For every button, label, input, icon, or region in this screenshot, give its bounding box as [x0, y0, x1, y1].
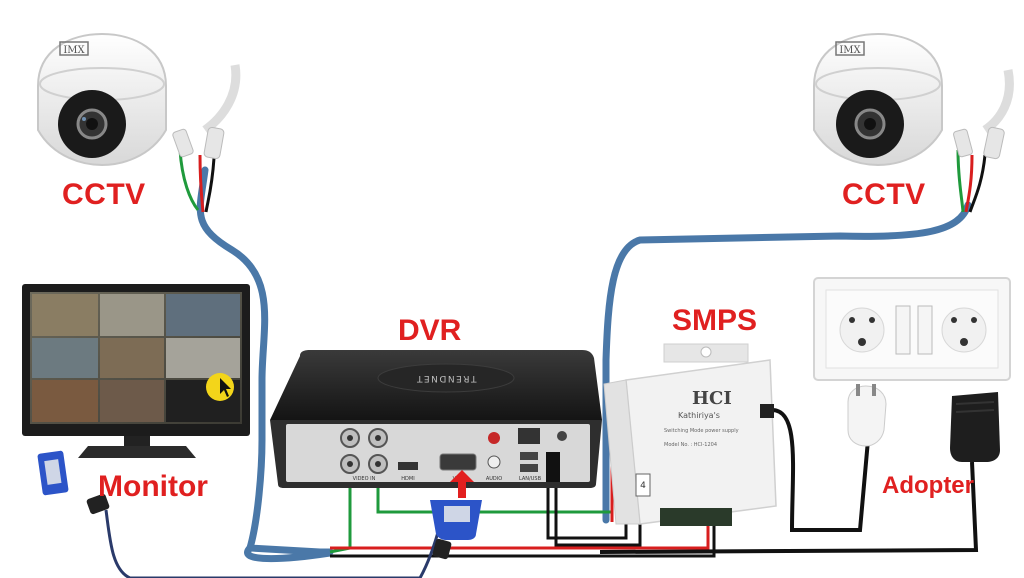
adopter-wire [599, 461, 979, 554]
dvr-hdmi-port [398, 462, 418, 470]
dvr-label-audio: AUDIO [486, 476, 502, 482]
dvr-power-wire [546, 480, 642, 547]
cam-right-pigtail-black [968, 154, 987, 213]
smps-tagline: Switching Mode power supply [664, 428, 739, 434]
cursor-icon [220, 378, 231, 397]
dvr-brand: TRENDNET [415, 373, 477, 383]
dvr-label-lan-usb: LAN/USB [519, 476, 542, 482]
dvr-vga-plug [430, 470, 482, 560]
label-monitor: Monitor [98, 470, 208, 503]
dvr-video-in-ports [340, 428, 388, 474]
smps-brand: HCI [692, 388, 732, 409]
dvr-lan-port [518, 428, 540, 444]
label-cctv-left: CCTV [62, 178, 146, 211]
coax-cable-left-loop [244, 545, 331, 563]
camera-left-brand: IMX [63, 45, 85, 56]
ac-input-wire [771, 408, 870, 532]
cam-left-pigtail-red [198, 154, 205, 213]
label-cctv-right: CCTV [842, 178, 926, 211]
dvr-usb-port-2 [520, 464, 538, 472]
label-adopter: Adopter [882, 472, 974, 499]
monitor [22, 284, 250, 458]
dvr-usb-port-1 [520, 452, 538, 460]
coax-cable-right [602, 201, 972, 524]
cctv-camera-right: IMX [813, 32, 1014, 167]
smps-channels: 4 [640, 481, 646, 491]
label-dvr: DVR [398, 314, 462, 347]
power-adapter [950, 392, 1000, 462]
black-power-wire [330, 520, 716, 558]
dvr-power-jack [557, 431, 567, 441]
dvr-label-video-in: VIDEO IN [353, 476, 376, 482]
red-power-wire [330, 520, 710, 550]
cam-left-pigtail [178, 149, 200, 211]
dvr-audio-port-white [487, 455, 501, 469]
coax-cable-left [196, 166, 334, 556]
camera-right-brand: IMX [839, 45, 861, 56]
monitor-video-tiles [32, 294, 240, 422]
dvr-vga-port [439, 453, 477, 471]
smps-model: Model No. : HCI-1204 [664, 442, 717, 448]
smps-terminal-block [660, 508, 732, 526]
vga-arrow [450, 470, 474, 498]
power-plug [847, 384, 887, 447]
smps-sub-brand: Kathiriya's [678, 411, 720, 420]
cam-right-pigtail-red [964, 154, 974, 213]
cam-right-pigtail-green [956, 149, 965, 213]
dvr-label-hdmi: HDMI [401, 476, 414, 482]
smps-unit: HCI Kathiriya's Switching Mode power sup… [603, 343, 777, 526]
cctv-camera-left: IMX [37, 32, 241, 167]
wall-switchboard [813, 277, 1011, 381]
dvr-unit: TRENDNET VIDEO IN HDMI VGA AUDIO LAN/USB [270, 350, 602, 488]
smps-input-socket [760, 404, 774, 418]
monitor-vga-wire [104, 509, 442, 578]
label-smps: SMPS [672, 304, 758, 337]
cam-left-pigtail-black [204, 157, 216, 213]
dvr-audio-port-red [488, 432, 500, 444]
dvr-power-plug [546, 452, 560, 482]
monitor-vga-plug [37, 450, 110, 515]
